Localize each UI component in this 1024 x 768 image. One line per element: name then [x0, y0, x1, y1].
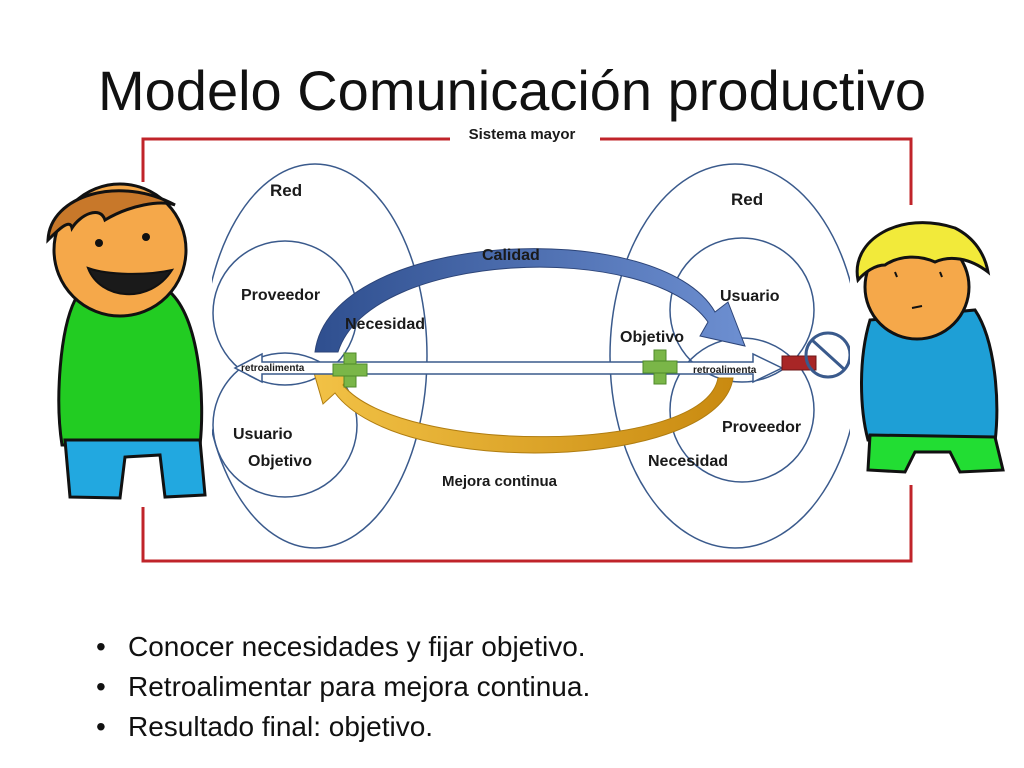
right-proveedor-label: Proveedor — [722, 419, 801, 436]
bullet-item: •Conocer necesidades y fijar objetivo. — [96, 631, 586, 662]
right-retroalimenta-label: retroalimenta — [693, 365, 757, 376]
left-red-label: Red — [270, 181, 302, 200]
prohibited-icon — [804, 331, 852, 379]
mejora-continua-label: Mejora continua — [442, 473, 558, 490]
bullet-list: •Conocer necesidades y fijar objetivo. •… — [92, 627, 590, 747]
right-network-ellipse — [609, 163, 861, 549]
calidad-label: Calidad — [482, 247, 540, 264]
right-objetivo-label: Objetivo — [620, 329, 684, 346]
calidad-arrow — [314, 248, 746, 353]
bullet-text: Conocer necesidades y fijar objetivo. — [128, 631, 586, 662]
right-person-illustration — [850, 205, 1012, 485]
bullet-text: Retroalimentar para mejora continua. — [128, 671, 591, 702]
left-necesidad-label: Necesidad — [345, 316, 425, 333]
right-necesidad-label: Necesidad — [648, 453, 728, 470]
system-frame — [141, 137, 913, 563]
right-user-circle — [669, 237, 815, 383]
slide-title: Modelo Comunicación productivo — [98, 59, 926, 122]
bullet-item: •Retroalimentar para mejora continua. — [96, 671, 591, 702]
right-red-label: Red — [731, 190, 763, 209]
left-plus-icon — [332, 352, 368, 388]
left-user-circle — [212, 352, 358, 498]
left-usuario-label: Usuario — [233, 426, 293, 443]
bullet-text: Resultado final: objetivo. — [128, 711, 434, 742]
left-proveedor-label: Proveedor — [241, 287, 320, 304]
right-usuario-label: Usuario — [720, 288, 780, 305]
bullet-item: •Resultado final: objetivo. — [96, 711, 434, 742]
left-objetivo-label: Objetivo — [248, 453, 312, 470]
frame-label: Sistema mayor — [469, 126, 576, 143]
right-plus-icon — [642, 349, 678, 385]
left-retroalimenta-label: retroalimenta — [241, 363, 305, 374]
left-person-illustration — [40, 182, 212, 507]
